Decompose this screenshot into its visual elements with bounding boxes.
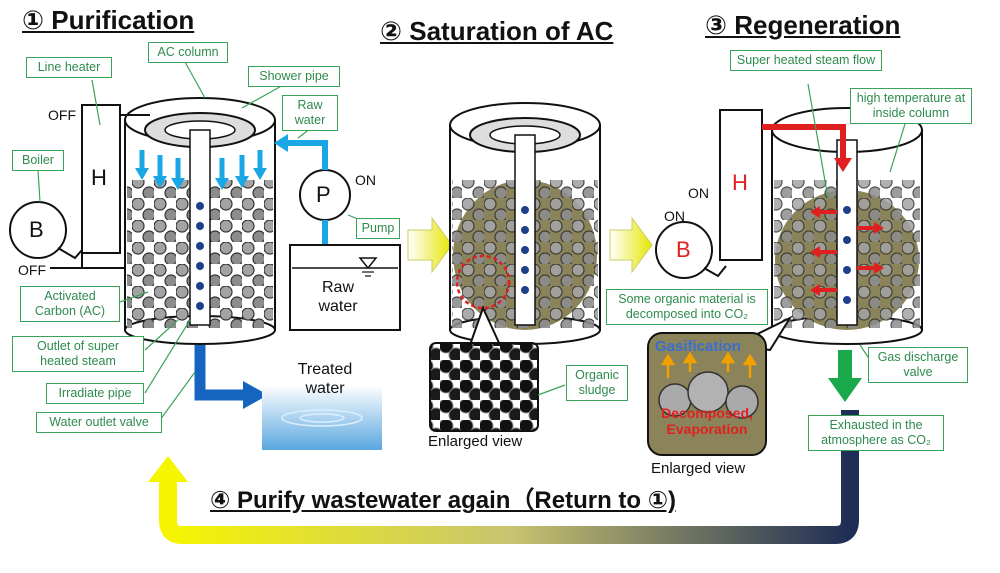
- decomposed-label: Decomposed, Evaporation: [661, 405, 753, 437]
- pump-on-label: ON: [355, 172, 376, 188]
- return-arrow: [159, 410, 859, 544]
- return-arrow-head: [148, 456, 188, 482]
- pump-letter: P: [316, 182, 331, 207]
- ac-column-saturated: [449, 102, 601, 345]
- ac-column-purification: [124, 97, 276, 345]
- heading-purification: ① Purification: [22, 5, 195, 35]
- heading-saturation: ② Saturation of AC: [380, 16, 614, 46]
- heater-regen-letter: H: [732, 170, 748, 195]
- boiler-regen-on-label: ON: [664, 208, 685, 224]
- shower-arrows: [135, 150, 267, 190]
- callout-irradiate-pipe: Irradiate pipe: [46, 383, 144, 404]
- gas-discharge-arrow: [828, 350, 862, 402]
- water-outlet-arrow: [194, 345, 245, 401]
- enlarged-view-label-1: Enlarged view: [428, 433, 523, 450]
- heater-regen-on-label: ON: [688, 185, 709, 201]
- treated-water-label: Treated water: [297, 361, 353, 397]
- callout-organic-sludge: Organic sludge: [566, 365, 628, 401]
- raw-water-label: Raw water: [318, 279, 358, 315]
- gasification-label: Gasification: [655, 338, 741, 355]
- ac-column-regeneration: [771, 107, 923, 345]
- transition-arrow-2: [609, 216, 653, 274]
- boiler-regen-letter: B: [676, 237, 691, 262]
- callout-water-outlet-valve: Water outlet valve: [36, 412, 162, 433]
- callout-superheated-flow: Super heated steam flow: [730, 50, 882, 71]
- heater-off-label: OFF: [48, 107, 76, 123]
- enlarged-view-sludge: [429, 305, 539, 432]
- heater-letter: H: [91, 165, 107, 190]
- callout-line-heater: Line heater: [26, 57, 112, 78]
- callout-shower-pipe: Shower pipe: [248, 66, 340, 87]
- line-heater-regen: [719, 109, 763, 261]
- callout-organic-decomposed: Some organic material is decomposed into…: [606, 289, 768, 325]
- callout-ac-column: AC column: [148, 42, 228, 63]
- callout-exhausted: Exhausted in the atmosphere as CO₂: [808, 415, 944, 451]
- callout-raw-water: Raw water: [282, 95, 338, 131]
- steam-flow-arrows: [762, 124, 884, 296]
- heading-regeneration: ③ Regeneration: [705, 10, 901, 40]
- enlarged-view-gasification: [647, 315, 793, 456]
- boiler-symbol: [9, 201, 83, 260]
- callout-outlet-steam: Outlet of super heated steam: [12, 336, 144, 372]
- callout-pump: Pump: [356, 218, 400, 239]
- callout-boiler: Boiler: [12, 150, 64, 171]
- callout-gas-discharge-valve: Gas discharge valve: [868, 347, 968, 383]
- boiler-symbol-regen: [655, 221, 727, 279]
- boiler-letter: B: [29, 217, 44, 242]
- callout-high-temp: high temperature at inside column: [850, 88, 972, 124]
- callout-activated-carbon: Activated Carbon (AC): [20, 286, 120, 322]
- raw-water-tank: [289, 244, 401, 331]
- enlarged-view-label-2: Enlarged view: [651, 460, 746, 477]
- line-heater-box: [81, 104, 121, 254]
- boiler-off-label: OFF: [18, 262, 46, 278]
- heading-purify-again: ④ Purify wastewater again（Return to ①): [210, 487, 677, 514]
- transition-arrow-1: [407, 216, 453, 274]
